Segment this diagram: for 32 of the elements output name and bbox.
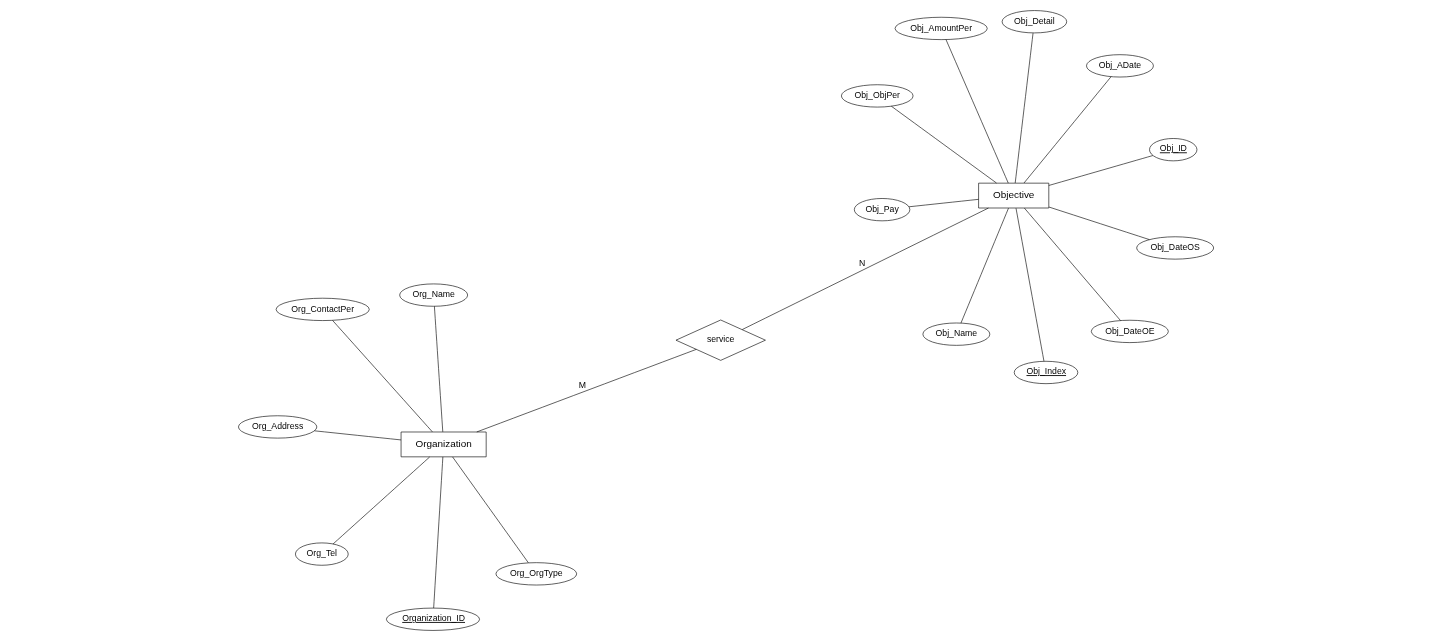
node-ellipse: Obj_DateOE: [1090, 319, 1169, 343]
node-ellipse: Org_Name: [398, 283, 468, 307]
node-ellipse: Org_OrgType: [495, 562, 577, 586]
node-ellipse: Org_Tel: [294, 542, 349, 566]
connector: [1023, 76, 1111, 184]
node-ellipse: Org_ContactPer: [275, 297, 370, 321]
edge-label: M: [578, 380, 586, 391]
node-ellipse: Obj_Pay: [853, 198, 910, 222]
node-ellipse: Obj_Detail: [1001, 10, 1067, 34]
node-diamond: service: [675, 319, 766, 361]
connector: [475, 349, 697, 433]
edge-label: N: [858, 258, 865, 269]
node-ellipse: Org_Address: [237, 415, 317, 439]
connector: [433, 306, 443, 433]
connector: [332, 456, 430, 545]
node-box: Objective: [977, 182, 1049, 209]
node-ellipse: Obj_Name: [922, 322, 990, 346]
node-box: Organization: [400, 431, 486, 458]
node-ellipse: Obj_ADate: [1085, 54, 1154, 78]
node-ellipse: Obj_ObjPer: [840, 84, 913, 108]
node-ellipse: Organization_ID: [385, 607, 480, 631]
node-ellipse: Obj_Index: [1013, 361, 1078, 384]
connector: [908, 199, 979, 208]
node-ellipse: Obj_AmountPer: [894, 16, 988, 40]
node-ellipse: Obj_DateOS: [1135, 236, 1214, 260]
connector: [945, 39, 1009, 184]
connector: [331, 320, 433, 433]
node-ellipse: Obj_ID: [1148, 138, 1197, 162]
connector: [1048, 206, 1150, 240]
connector: [741, 207, 989, 330]
connector: [1023, 207, 1121, 321]
connector: [313, 430, 401, 441]
